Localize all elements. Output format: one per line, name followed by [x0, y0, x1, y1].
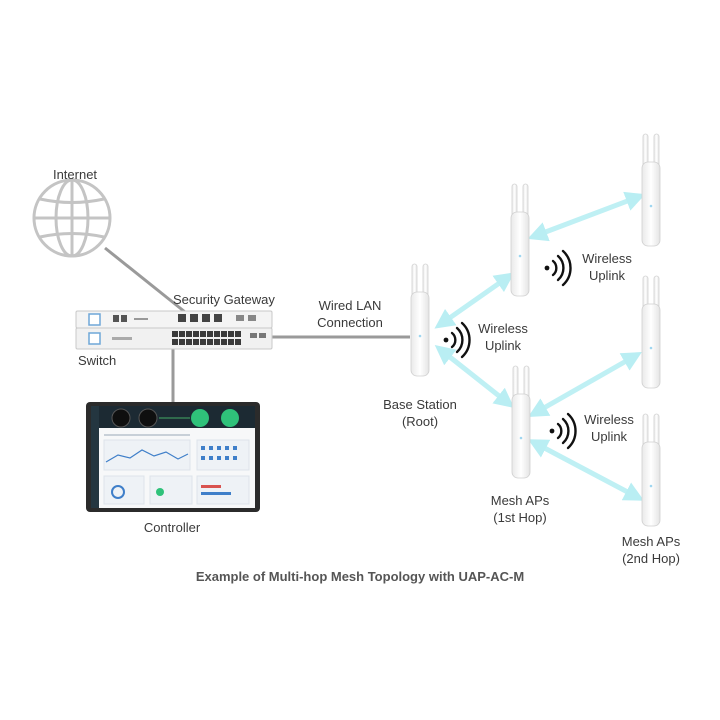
globe-icon: [32, 178, 112, 258]
mesh-aps-1st-hop-label: Mesh APs (1st Hop): [478, 492, 562, 526]
wireless-uplink-label-root: Wireless Uplink: [471, 320, 535, 354]
wired-lan-label: Wired LAN Connection: [300, 297, 400, 331]
controller-device: [86, 402, 260, 512]
mesh-1st-line1: Mesh APs: [490, 493, 550, 508]
switch-device: [75, 327, 273, 350]
base-station-line1: Base Station: [383, 397, 457, 412]
base-station-label: Base Station (Root): [370, 396, 470, 430]
access-point-icon: [511, 365, 531, 479]
access-point-icon: [641, 275, 661, 389]
access-point-icon: [510, 183, 530, 297]
security-gateway-device: [75, 310, 273, 329]
mesh-2nd-line2: (2nd Hop): [622, 551, 680, 566]
mesh-2nd-line1: Mesh APs: [621, 534, 681, 549]
access-point-icon: [641, 413, 661, 527]
controller-label: Controller: [143, 520, 201, 535]
internet-cable: [104, 246, 186, 314]
wireless-text: Wireless: [584, 412, 634, 427]
uplink-text: Uplink: [590, 429, 628, 444]
uplink-text: Uplink: [484, 338, 522, 353]
internet-label: Internet: [52, 167, 98, 182]
wireless-text: Wireless: [582, 251, 632, 266]
security-gateway-label: Security Gateway: [173, 292, 275, 307]
link-hop1-to-hop2-c: [527, 439, 645, 501]
link-hop1-to-hop2-b: [528, 352, 642, 417]
diagram-caption: Example of Multi-hop Mesh Topology with …: [195, 569, 525, 584]
link-root-to-hop1-upper: [434, 272, 515, 329]
mesh-aps-2nd-hop-label: Mesh APs (2nd Hop): [609, 533, 693, 567]
base-station-line2: (Root): [401, 414, 439, 429]
wired-lan-line2: Connection: [317, 315, 383, 330]
link-root-to-hop1-lower: [434, 345, 515, 408]
link-hop1-to-hop2-a: [527, 191, 646, 242]
wireless-text: Wireless: [478, 321, 528, 336]
switch-label: Switch: [78, 353, 117, 368]
wired-lan-line1: Wired LAN: [318, 298, 382, 313]
wifi-signal-icon: [442, 321, 471, 359]
mesh-1st-line2: (1st Hop): [493, 510, 547, 525]
access-point-icon: [641, 133, 661, 247]
wifi-signal-icon: [543, 249, 572, 287]
wireless-uplink-label-lower: Wireless Uplink: [577, 411, 641, 445]
wireless-uplink-label-upper: Wireless Uplink: [575, 250, 639, 284]
access-point-icon: [410, 263, 430, 377]
wifi-signal-icon: [548, 412, 577, 450]
uplink-text: Uplink: [588, 268, 626, 283]
